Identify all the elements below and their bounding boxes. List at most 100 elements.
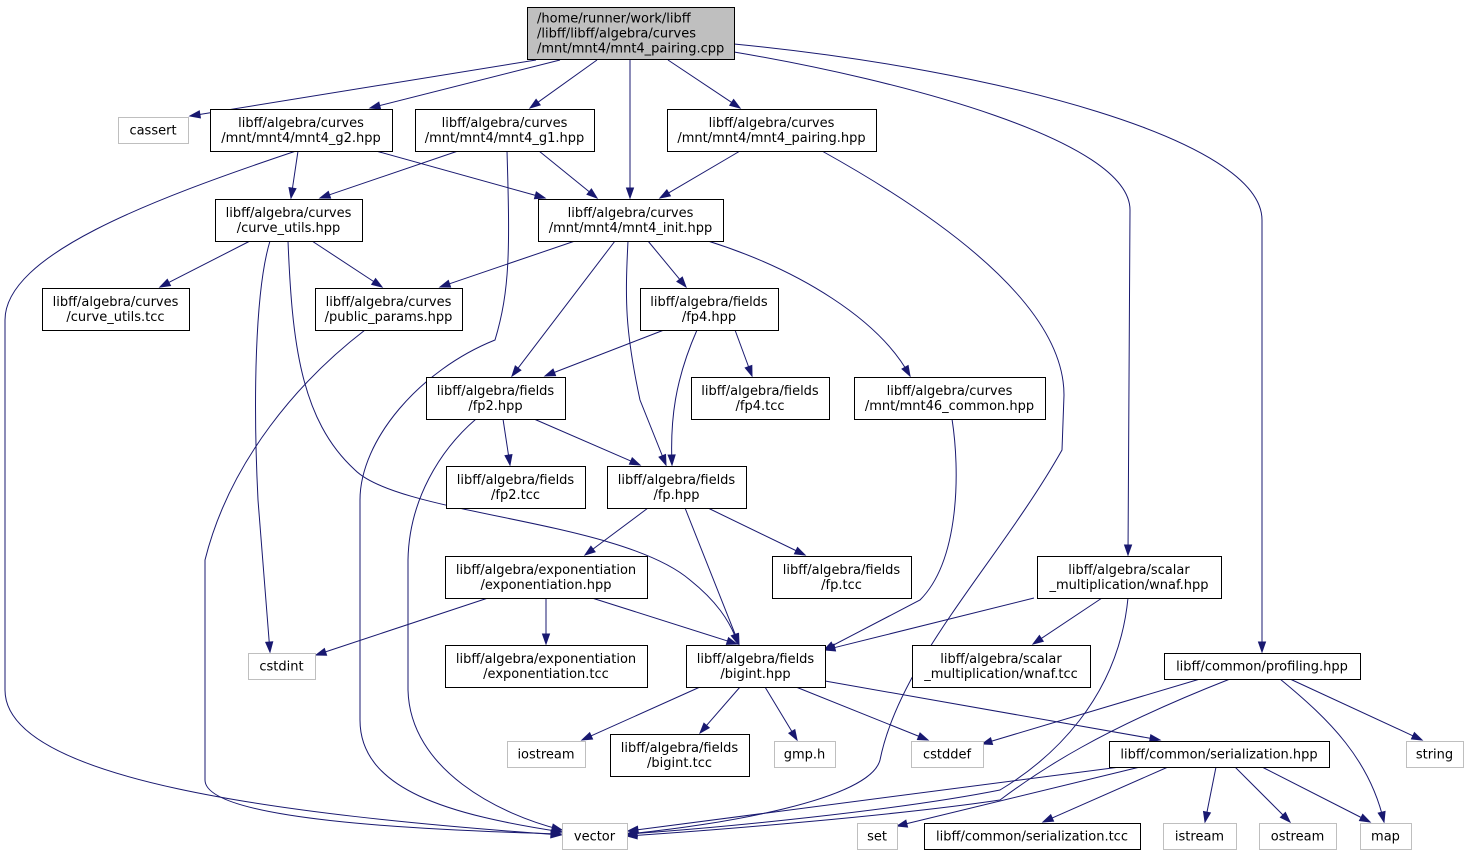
edge-fp4-to-fp4_tcc [734,329,753,378]
node-expo_tcc[interactable]: libff/algebra/exponentiation/exponentiat… [445,645,648,688]
node-box [912,645,1091,688]
edge-root-to-init [625,60,635,200]
node-fp4_tcc[interactable]: libff/algebra/fields/fp4.tcc [691,377,830,420]
node-label-line: map [1371,830,1400,845]
node-bigint[interactable]: libff/algebra/fields/bigint.hpp [686,645,826,688]
node-label-line: libff/algebra/curves [442,116,568,131]
node-box [1163,823,1237,850]
node-label-line: /mnt/mnt4/mnt4_init.hpp [549,221,713,236]
node-box [538,199,724,242]
node-label-line: /curve_utils.hpp [237,221,341,236]
edge-curve_utils-to-cstdint [255,240,274,654]
node-box [854,377,1046,420]
node-serialization[interactable]: libff/common/serialization.hpp [1109,741,1330,768]
edge-root-to-profiling [733,43,1267,654]
node-public_params[interactable]: libff/algebra/curves/public_params.hpp [315,288,463,331]
edge-bigint-to-bigint_tcc [699,686,741,735]
edge-arrowhead [550,829,563,838]
node-init[interactable]: libff/algebra/curves/mnt/mnt4/mnt4_init.… [538,199,724,242]
node-label-line: /mnt/mnt4/mnt4_g1.hpp [425,131,585,146]
node-mnt46[interactable]: libff/algebra/curves/mnt/mnt46_common.hp… [854,377,1046,420]
node-fp2[interactable]: libff/algebra/fields/fp2.hpp [426,377,566,420]
edge-wnaf-to-bigint [823,597,1035,652]
node-box [415,109,595,152]
node-curve_utils[interactable]: libff/algebra/curves/curve_utils.hpp [215,199,363,242]
node-label-line: libff/algebra/fields [650,295,768,310]
edge-arrowhead [658,189,672,199]
node-wnaf[interactable]: libff/algebra/scalar_multiplication/wnaf… [1037,556,1222,599]
edge-root-to-pairing [667,59,742,109]
node-box [527,7,735,60]
edge-arrowhead [895,819,909,828]
edge-init-to-fp2 [511,240,616,378]
edge-arrowhead [667,454,676,467]
node-fp4[interactable]: libff/algebra/fields/fp4.hpp [640,288,779,331]
edge-fp4-to-fp2 [543,329,665,377]
node-label-line: /bigint.hpp [720,667,790,682]
node-label-line: string [1416,748,1453,763]
node-root[interactable]: /home/runner/work/libff/libff/libff/alge… [527,7,735,60]
node-label-line: /fp2.tcc [491,488,540,503]
node-wnaf_tcc[interactable]: libff/algebra/scalar_multiplication/wnaf… [912,645,1091,688]
node-label-line: libff/algebra/curves [568,206,694,221]
edge-curve_utils-to-public_params [311,240,384,288]
edge-arrowhead [504,453,513,467]
node-box [640,288,779,331]
edge-arrowhead [586,188,599,199]
node-label-line: /libff/libff/algebra/curves [537,27,696,42]
node-label-line: libff/algebra/curves [53,295,179,310]
node-pairing[interactable]: libff/algebra/curves/mnt/mnt4/mnt4_pairi… [667,109,877,152]
node-box [562,823,628,850]
node-ser_tcc[interactable]: libff/common/serialization.tcc [924,823,1141,850]
edge-expo-to-expo_tcc [541,598,551,646]
node-label-line: /fp4.hpp [682,310,736,325]
edge-expo-to-bigint [591,597,739,645]
edge-arrowhead [264,641,274,654]
node-string: string [1406,741,1464,768]
node-label-line: /bigint.tcc [647,756,712,771]
edge-g1-to-init [538,150,599,199]
node-label-line: ostream [1271,830,1325,845]
node-label-line: libff/algebra/scalar [940,652,1062,667]
edge-arrowhead [980,736,994,746]
edge-arrowhead [676,276,687,289]
edge-arrowhead [625,187,635,200]
edge-init-to-mnt46 [707,240,911,378]
node-label-line: libff/common/serialization.hpp [1120,748,1317,763]
node-box [924,823,1141,850]
node-expo[interactable]: libff/algebra/exponentiation/exponentiat… [445,556,648,599]
node-label-line: iostream [517,748,574,763]
node-label-line: vector [574,830,616,845]
node-box [772,556,912,599]
node-g1[interactable]: libff/algebra/curves/mnt/mnt4/mnt4_g1.hp… [415,109,595,152]
node-fp_tcc[interactable]: libff/algebra/fields/fp.tcc [772,556,912,599]
node-set: set [857,823,898,850]
node-label-line: istream [1175,830,1224,845]
node-g2[interactable]: libff/algebra/curves/mnt/mnt4/mnt4_g2.hp… [210,109,393,152]
node-curve_utils_tcc[interactable]: libff/algebra/curves/curve_utils.tcc [42,288,190,331]
node-box [686,645,826,688]
node-box [691,377,830,420]
edge-arrowhead [699,722,711,735]
node-box [315,288,463,331]
node-fp[interactable]: libff/algebra/fields/fp.hpp [607,466,747,509]
node-box [42,288,190,331]
node-label-line: /fp.tcc [821,578,862,593]
node-bigint_tcc[interactable]: libff/algebra/fields/bigint.tcc [610,734,750,777]
edge-bigint-to-gmp [764,686,798,742]
node-label-line: libff/algebra/fields [783,563,901,578]
edge-wnaf-to-wnaf_tcc [1031,597,1103,645]
node-label-line: _multiplication/wnaf.tcc [923,667,1078,682]
node-fp2_tcc[interactable]: libff/algebra/fields/fp2.tcc [446,466,586,509]
edge-arrowhead [370,277,384,288]
node-label-line: libff/algebra/curves [326,295,452,310]
node-label-line: cstdint [259,660,303,675]
edge-fp-to-bigint [684,507,740,646]
node-label-line: libff/common/profiling.hpp [1176,660,1348,675]
edge-profiling-to-cstddef [980,678,1201,746]
node-profiling[interactable]: libff/common/profiling.hpp [1164,653,1361,680]
edge-profiling-to-vector [625,678,1231,840]
node-cassert: cassert [118,117,189,144]
edge-init-to-fp4 [647,240,687,289]
node-vector: vector [562,823,628,850]
